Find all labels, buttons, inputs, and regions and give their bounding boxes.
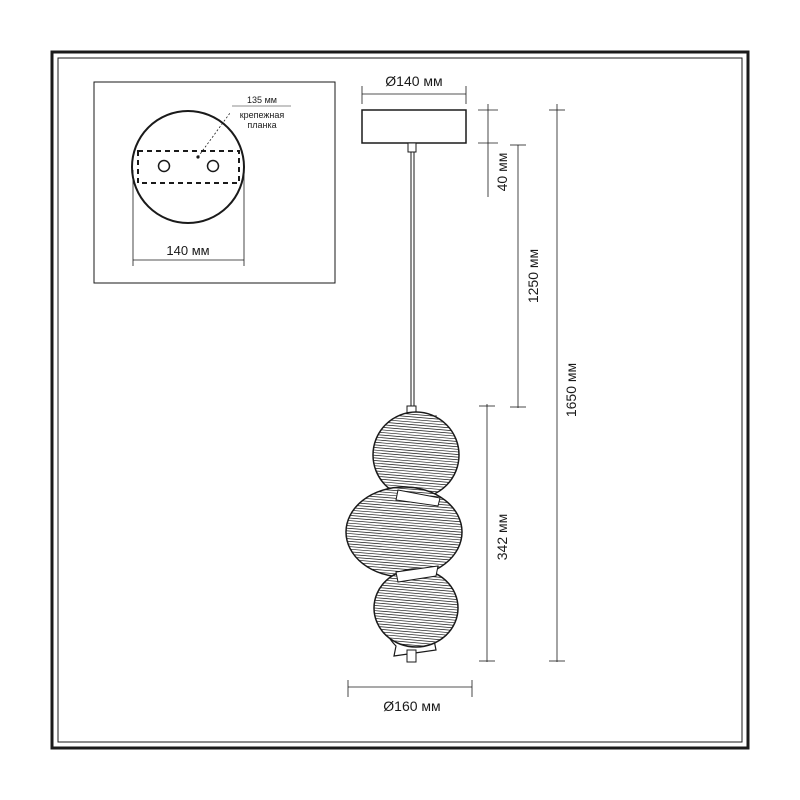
canopy-height-label: 40 мм: [494, 153, 510, 192]
mounting-plate: [137, 150, 240, 184]
inner-frame: [57, 57, 743, 743]
screw-hole-left: [157, 159, 171, 173]
screw-hole-right: [206, 159, 220, 173]
canopy-diameter-label: Ø140 мм: [385, 73, 442, 89]
canopy-top-view: [131, 110, 245, 224]
ribbon-band-upper: [395, 489, 441, 507]
shade-diameter-label: Ø160 мм: [383, 698, 440, 714]
dimensions: Ø140 мм 40 мм 1250 мм 1650 мм 342 мм Ø16…: [347, 73, 579, 714]
cable-grip: [407, 142, 417, 153]
total-height-label: 1650 мм: [563, 363, 579, 417]
plate-name-line2: планка: [247, 120, 276, 130]
inset-frame: [93, 81, 336, 284]
mount-detail-inset: 135 мм крепежная планка 140 мм: [93, 81, 336, 284]
plate-width-label: 135 мм: [247, 95, 277, 105]
canopy: [361, 109, 467, 144]
bottom-cap: [406, 649, 417, 663]
lamp-side-view: [345, 109, 467, 663]
plate-leader-line: [197, 112, 231, 158]
plate-name-line1: крепежная: [240, 110, 285, 120]
ribbon-band-lower: [395, 565, 439, 583]
outer-frame: [50, 50, 750, 750]
shade-height-label: 342 мм: [494, 514, 510, 561]
canopy-width-label: 140 мм: [166, 243, 209, 258]
cable-length-label: 1250 мм: [525, 249, 541, 303]
